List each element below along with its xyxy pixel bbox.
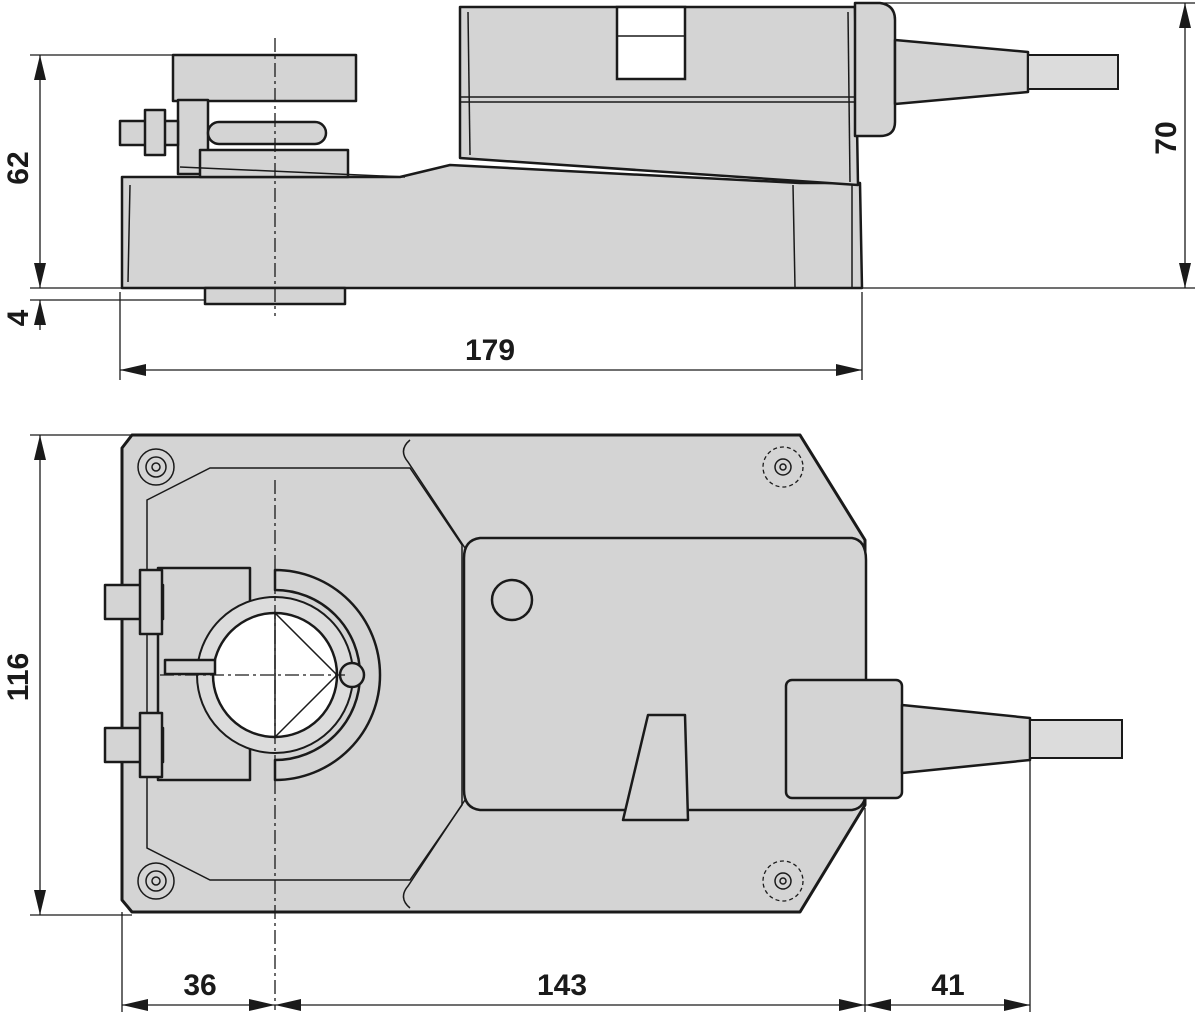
side-manual-release-window: [615, 5, 687, 81]
top-indicator-hole: [490, 578, 534, 622]
dim-overall-length: 179: [465, 334, 515, 367]
side-clamp-nut: [143, 108, 167, 157]
side-clamp-pin: [206, 120, 328, 146]
dim-side-height: 62: [2, 151, 35, 184]
top-view: 116 36 143 41: [2, 433, 1123, 1012]
mounting-screw-top-left: [137, 448, 175, 486]
dim-overall-height: 70: [1150, 121, 1183, 154]
top-cable-gland: [900, 703, 1032, 775]
top-clamp-arc: [273, 568, 382, 782]
mounting-screw-top-right: [762, 446, 804, 488]
side-cable-gland: [893, 38, 1030, 106]
side-clamp-body: [198, 148, 350, 179]
side-view: 62 4 70 179: [2, 1, 1195, 380]
side-motor-block: [458, 5, 860, 187]
top-motor-cover: [462, 536, 868, 812]
top-cable: [1029, 719, 1123, 759]
dim-top-width: 116: [2, 653, 35, 701]
side-base-housing: [120, 163, 864, 290]
side-cable-gland-housing: [853, 1, 897, 138]
mounting-screw-bottom-left: [137, 862, 175, 900]
top-manual-release-lever: [621, 713, 690, 822]
dim-shaft-offset: 36: [183, 969, 216, 1002]
top-cable-gland-housing: [784, 678, 904, 800]
mounting-screw-bottom-right: [762, 860, 804, 902]
side-cable: [1027, 54, 1119, 90]
side-clamp-top-plate: [171, 53, 358, 103]
dim-base-offset: 4: [2, 309, 35, 326]
dim-cable-protrusion: 41: [931, 969, 964, 1002]
dim-shaft-to-end: 143: [537, 969, 587, 1002]
